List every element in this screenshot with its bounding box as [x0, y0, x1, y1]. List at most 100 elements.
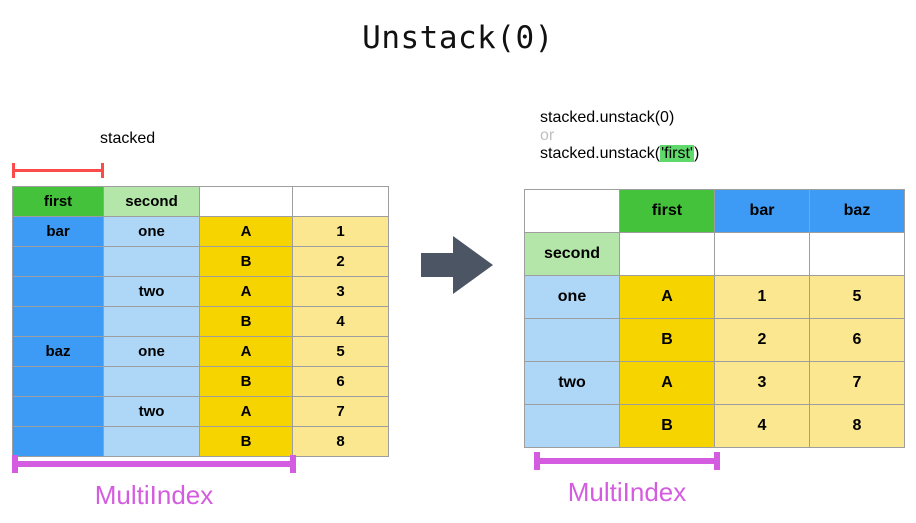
cell-first [12, 306, 104, 337]
cell-second: one [103, 336, 200, 367]
red-bracket-bar [12, 169, 104, 172]
unstacked-table: first bar baz second one A 1 5 B 2 6 two… [524, 189, 905, 448]
cell-bar: 2 [714, 318, 810, 362]
header-cell-blank-2 [292, 186, 389, 217]
multiindex-bracket-icon-right [534, 452, 720, 470]
cell-second: two [524, 361, 620, 405]
cell-second: two [103, 396, 200, 427]
cell-first [12, 276, 104, 307]
table-header-row-2: second [524, 232, 905, 276]
cell-value: 5 [292, 336, 389, 367]
header-cell-second: second [524, 232, 620, 276]
cell-ab: A [199, 396, 293, 427]
table-header-row: first second [12, 186, 389, 217]
cell-ab: A [199, 336, 293, 367]
cell-ab: A [619, 361, 715, 405]
cell-second [103, 366, 200, 397]
table-header-row-1: first bar baz [524, 189, 905, 233]
table-row: B 4 [12, 306, 389, 337]
page-title: Unstack(0) [362, 20, 554, 56]
table-row: two A 3 [12, 276, 389, 307]
header-cell-blank-3 [809, 232, 905, 276]
multiindex-label-left: MultiIndex [94, 480, 214, 510]
multiindex-bracket-cap-left [12, 455, 18, 473]
unstacked-caption: stacked.unstack(0) or stacked.unstack('f… [540, 109, 900, 163]
cell-ab: B [619, 318, 715, 362]
multiindex-bracket-icon-left [12, 455, 296, 473]
table-row: B 6 [12, 366, 389, 397]
table-row: two A 3 7 [524, 361, 905, 405]
multiindex-label-right: MultiIndex [567, 477, 687, 507]
header-cell-blank-1 [199, 186, 293, 217]
header-cell-first: first [12, 186, 104, 217]
cell-first: baz [12, 336, 104, 367]
multiindex-bracket-cap-right [714, 452, 720, 470]
header-cell-blank-1 [619, 232, 715, 276]
cell-value: 1 [292, 216, 389, 247]
table-row: two A 7 [12, 396, 389, 427]
cell-first [12, 396, 104, 427]
cell-bar: 3 [714, 361, 810, 405]
cell-baz: 8 [809, 404, 905, 448]
cell-value: 3 [292, 276, 389, 307]
cell-second [524, 318, 620, 362]
table-row: bar one A 1 [12, 216, 389, 247]
header-cell-blank [524, 189, 620, 233]
cell-second [103, 246, 200, 277]
cell-value: 4 [292, 306, 389, 337]
red-bracket-cap-left [12, 163, 15, 178]
cell-ab: B [199, 246, 293, 277]
cell-first: bar [12, 216, 104, 247]
header-cell-second: second [103, 186, 200, 217]
cell-second [524, 404, 620, 448]
cell-second: two [103, 276, 200, 307]
table-row: B 2 6 [524, 318, 905, 362]
caption-line-3: stacked.unstack('first') [540, 145, 900, 163]
table-row: B 2 [12, 246, 389, 277]
table-row: B 8 [12, 426, 389, 457]
multiindex-bracket-cap-right [290, 455, 296, 473]
cell-second [103, 306, 200, 337]
cell-ab: B [619, 404, 715, 448]
cell-ab: B [199, 306, 293, 337]
cell-second: one [524, 275, 620, 319]
caption-prefix: stacked.unstack( [540, 145, 661, 162]
header-cell-blank-2 [714, 232, 810, 276]
right-arrow-icon [421, 236, 493, 294]
header-cell-first: first [619, 189, 715, 233]
cell-ab: B [199, 426, 293, 457]
cell-baz: 6 [809, 318, 905, 362]
stacked-caption: stacked [100, 130, 156, 147]
cell-second: one [103, 216, 200, 247]
red-bracket-cap-right [101, 163, 104, 178]
header-cell-baz: baz [809, 189, 905, 233]
cell-baz: 7 [809, 361, 905, 405]
cell-value: 7 [292, 396, 389, 427]
cell-ab: B [199, 366, 293, 397]
cell-value: 6 [292, 366, 389, 397]
cell-value: 8 [292, 426, 389, 457]
caption-suffix: ) [693, 145, 700, 162]
cell-value: 2 [292, 246, 389, 277]
cell-ab: A [619, 275, 715, 319]
caption-line-1: stacked.unstack(0) [540, 109, 675, 126]
red-span-bracket-icon [12, 163, 104, 178]
stacked-table: first second bar one A 1 B 2 two A 3 B [12, 186, 389, 457]
cell-first [12, 246, 104, 277]
cell-bar: 4 [714, 404, 810, 448]
cell-second [103, 426, 200, 457]
table-row: baz one A 5 [12, 336, 389, 367]
cell-first [12, 426, 104, 457]
cell-ab: A [199, 216, 293, 247]
cell-ab: A [199, 276, 293, 307]
caption-line-or: or [540, 127, 555, 144]
multiindex-bracket-bar [12, 461, 296, 467]
cell-baz: 5 [809, 275, 905, 319]
multiindex-bracket-bar [534, 458, 720, 464]
table-row: one A 1 5 [524, 275, 905, 319]
table-row: B 4 8 [524, 404, 905, 448]
multiindex-bracket-cap-left [534, 452, 540, 470]
cell-first [12, 366, 104, 397]
caption-highlight-first: 'first' [660, 145, 694, 162]
header-cell-bar: bar [714, 189, 810, 233]
